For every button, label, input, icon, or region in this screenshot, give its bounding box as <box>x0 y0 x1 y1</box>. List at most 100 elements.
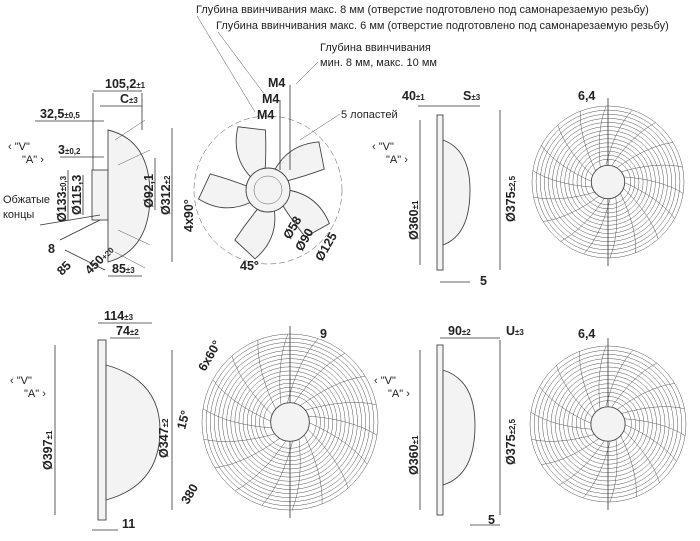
svg-text:3±0,2: 3±0,2 <box>58 143 81 157</box>
grille-strut <box>559 439 606 486</box>
grille-strut <box>533 191 597 200</box>
svg-text:74±2: 74±2 <box>116 324 139 338</box>
dim-312-value: Ø312 <box>159 184 173 215</box>
grille-strut <box>291 437 301 511</box>
flow-v-label: ‹ "V" <box>372 141 394 153</box>
flow-a-label: "A" › <box>24 388 46 400</box>
grille-strut <box>214 437 282 469</box>
motor-hub <box>590 406 626 442</box>
grille-strut <box>298 375 366 407</box>
dim-3-value: 3 <box>58 143 65 157</box>
dim-s-value: S <box>463 89 471 103</box>
dim-4x90: 4x90° <box>182 199 196 232</box>
front-view-impeller: M4 M4 M4 4x90° 45° Ø58 Ø90 Ø125 <box>182 76 343 273</box>
flow-labels: ‹ "V" "A" › ‹ "V" "A" › ‹ "V" "A" › ‹ "V… <box>8 141 410 400</box>
note-crimped-line2: концы <box>3 209 34 221</box>
leader-line <box>196 15 256 113</box>
grille-strut <box>619 191 636 253</box>
grille-strut <box>541 145 593 183</box>
grille-strut <box>279 333 289 407</box>
dim-360-value: Ø360 <box>407 444 421 475</box>
dim-m4-3: M4 <box>257 108 274 122</box>
svg-text:Ø312±2: Ø312±2 <box>159 175 173 215</box>
dim-85-value: 85 <box>112 262 126 276</box>
grille-strut <box>532 170 594 188</box>
dim-9: 9 <box>320 327 327 341</box>
grille-strut <box>234 439 288 491</box>
dim-6-4-bottom: 6,4 <box>578 327 595 341</box>
dim-u-value: U <box>506 324 515 338</box>
grille-strut <box>530 412 594 430</box>
svg-text:105,2±1: 105,2±1 <box>105 77 146 91</box>
svg-text:S±3: S±3 <box>463 89 481 103</box>
dim-347-value: Ø347 <box>157 427 171 458</box>
dim-375-value: Ø375 <box>504 191 518 222</box>
note-crimped-line1: Обжатые <box>3 194 50 206</box>
svg-text:114±3: 114±3 <box>104 309 134 323</box>
dim-115: Ø115,3 <box>70 175 84 215</box>
grille-strut <box>543 194 601 222</box>
grille-strut <box>231 355 274 417</box>
grille-strut <box>623 181 675 219</box>
front-view-grille-top <box>531 98 685 266</box>
grille-strut <box>580 111 597 173</box>
dim-90-tol: ±2 <box>462 328 471 337</box>
grille-strut <box>622 429 660 483</box>
grille-strut <box>541 437 601 465</box>
dim-32-value: 32,5 <box>40 107 64 121</box>
dim-90-value: 90 <box>448 324 462 338</box>
dim-s-tol: ±3 <box>471 93 480 102</box>
grille-strut <box>609 437 618 503</box>
blade <box>234 207 276 260</box>
grille-strut <box>598 105 607 169</box>
svg-text:Ø375±2,5: Ø375±2,5 <box>504 175 518 222</box>
svg-text:C±3: C±3 <box>120 92 138 106</box>
note-depth-6mm: Глубина ввинчивания макс. 6 мм (отверсти… <box>216 20 669 32</box>
grille-strut <box>202 408 274 429</box>
grille-strut <box>615 142 673 170</box>
dim-6x60: 6x60° <box>195 338 224 373</box>
grille-strut <box>306 427 349 489</box>
svg-text:U±3: U±3 <box>506 324 524 338</box>
svg-text:Ø347±2: Ø347±2 <box>157 418 171 458</box>
grille-strut <box>619 164 683 173</box>
dim-380: 380 <box>178 481 201 506</box>
dim-375-value: Ø375 <box>504 434 518 465</box>
svg-text:Ø397±1: Ø397±1 <box>41 430 55 470</box>
grille-strut <box>286 338 319 405</box>
dim-40-value: 40 <box>402 89 416 103</box>
dim-360-tol: ±1 <box>411 435 420 444</box>
note-depth-min-line2: мин. 8 мм, макс. 10 мм <box>320 57 437 69</box>
svg-text:85±3: 85±3 <box>112 262 135 276</box>
flow-v-label: ‹ "V" <box>8 141 30 153</box>
flow-v-label: ‹ "V" <box>10 375 32 387</box>
dim-3-tol: ±0,2 <box>65 147 81 156</box>
grille-strut <box>598 345 607 411</box>
dim-c-tol: ±3 <box>129 96 138 105</box>
grille-strut <box>619 433 637 497</box>
blade <box>197 173 253 209</box>
grille-strut <box>556 365 594 419</box>
svg-text:Ø360±1: Ø360±1 <box>407 435 421 475</box>
svg-text:40±1: 40±1 <box>402 89 425 103</box>
grille-strut <box>609 195 618 259</box>
grille-strut <box>257 340 277 411</box>
grille-strut <box>579 351 597 415</box>
dim-397-tol: ±1 <box>45 430 54 439</box>
grille-strut <box>605 349 634 409</box>
grille-strut <box>605 109 633 168</box>
grille-strut <box>307 421 368 465</box>
dim-5: 5 <box>480 274 487 288</box>
svg-text:Ø360±1: Ø360±1 <box>407 200 421 240</box>
dim-6-4-top: 6,4 <box>578 89 595 103</box>
leader-line <box>299 113 341 141</box>
dim-32-tol: ±0,5 <box>64 111 80 120</box>
svg-text:Ø375±2,5: Ø375±2,5 <box>504 418 518 465</box>
blade <box>281 189 330 238</box>
dim-m4-1: M4 <box>268 76 285 90</box>
leader-line <box>295 61 319 85</box>
grille-strut <box>622 418 686 436</box>
grille-strut <box>303 433 323 504</box>
